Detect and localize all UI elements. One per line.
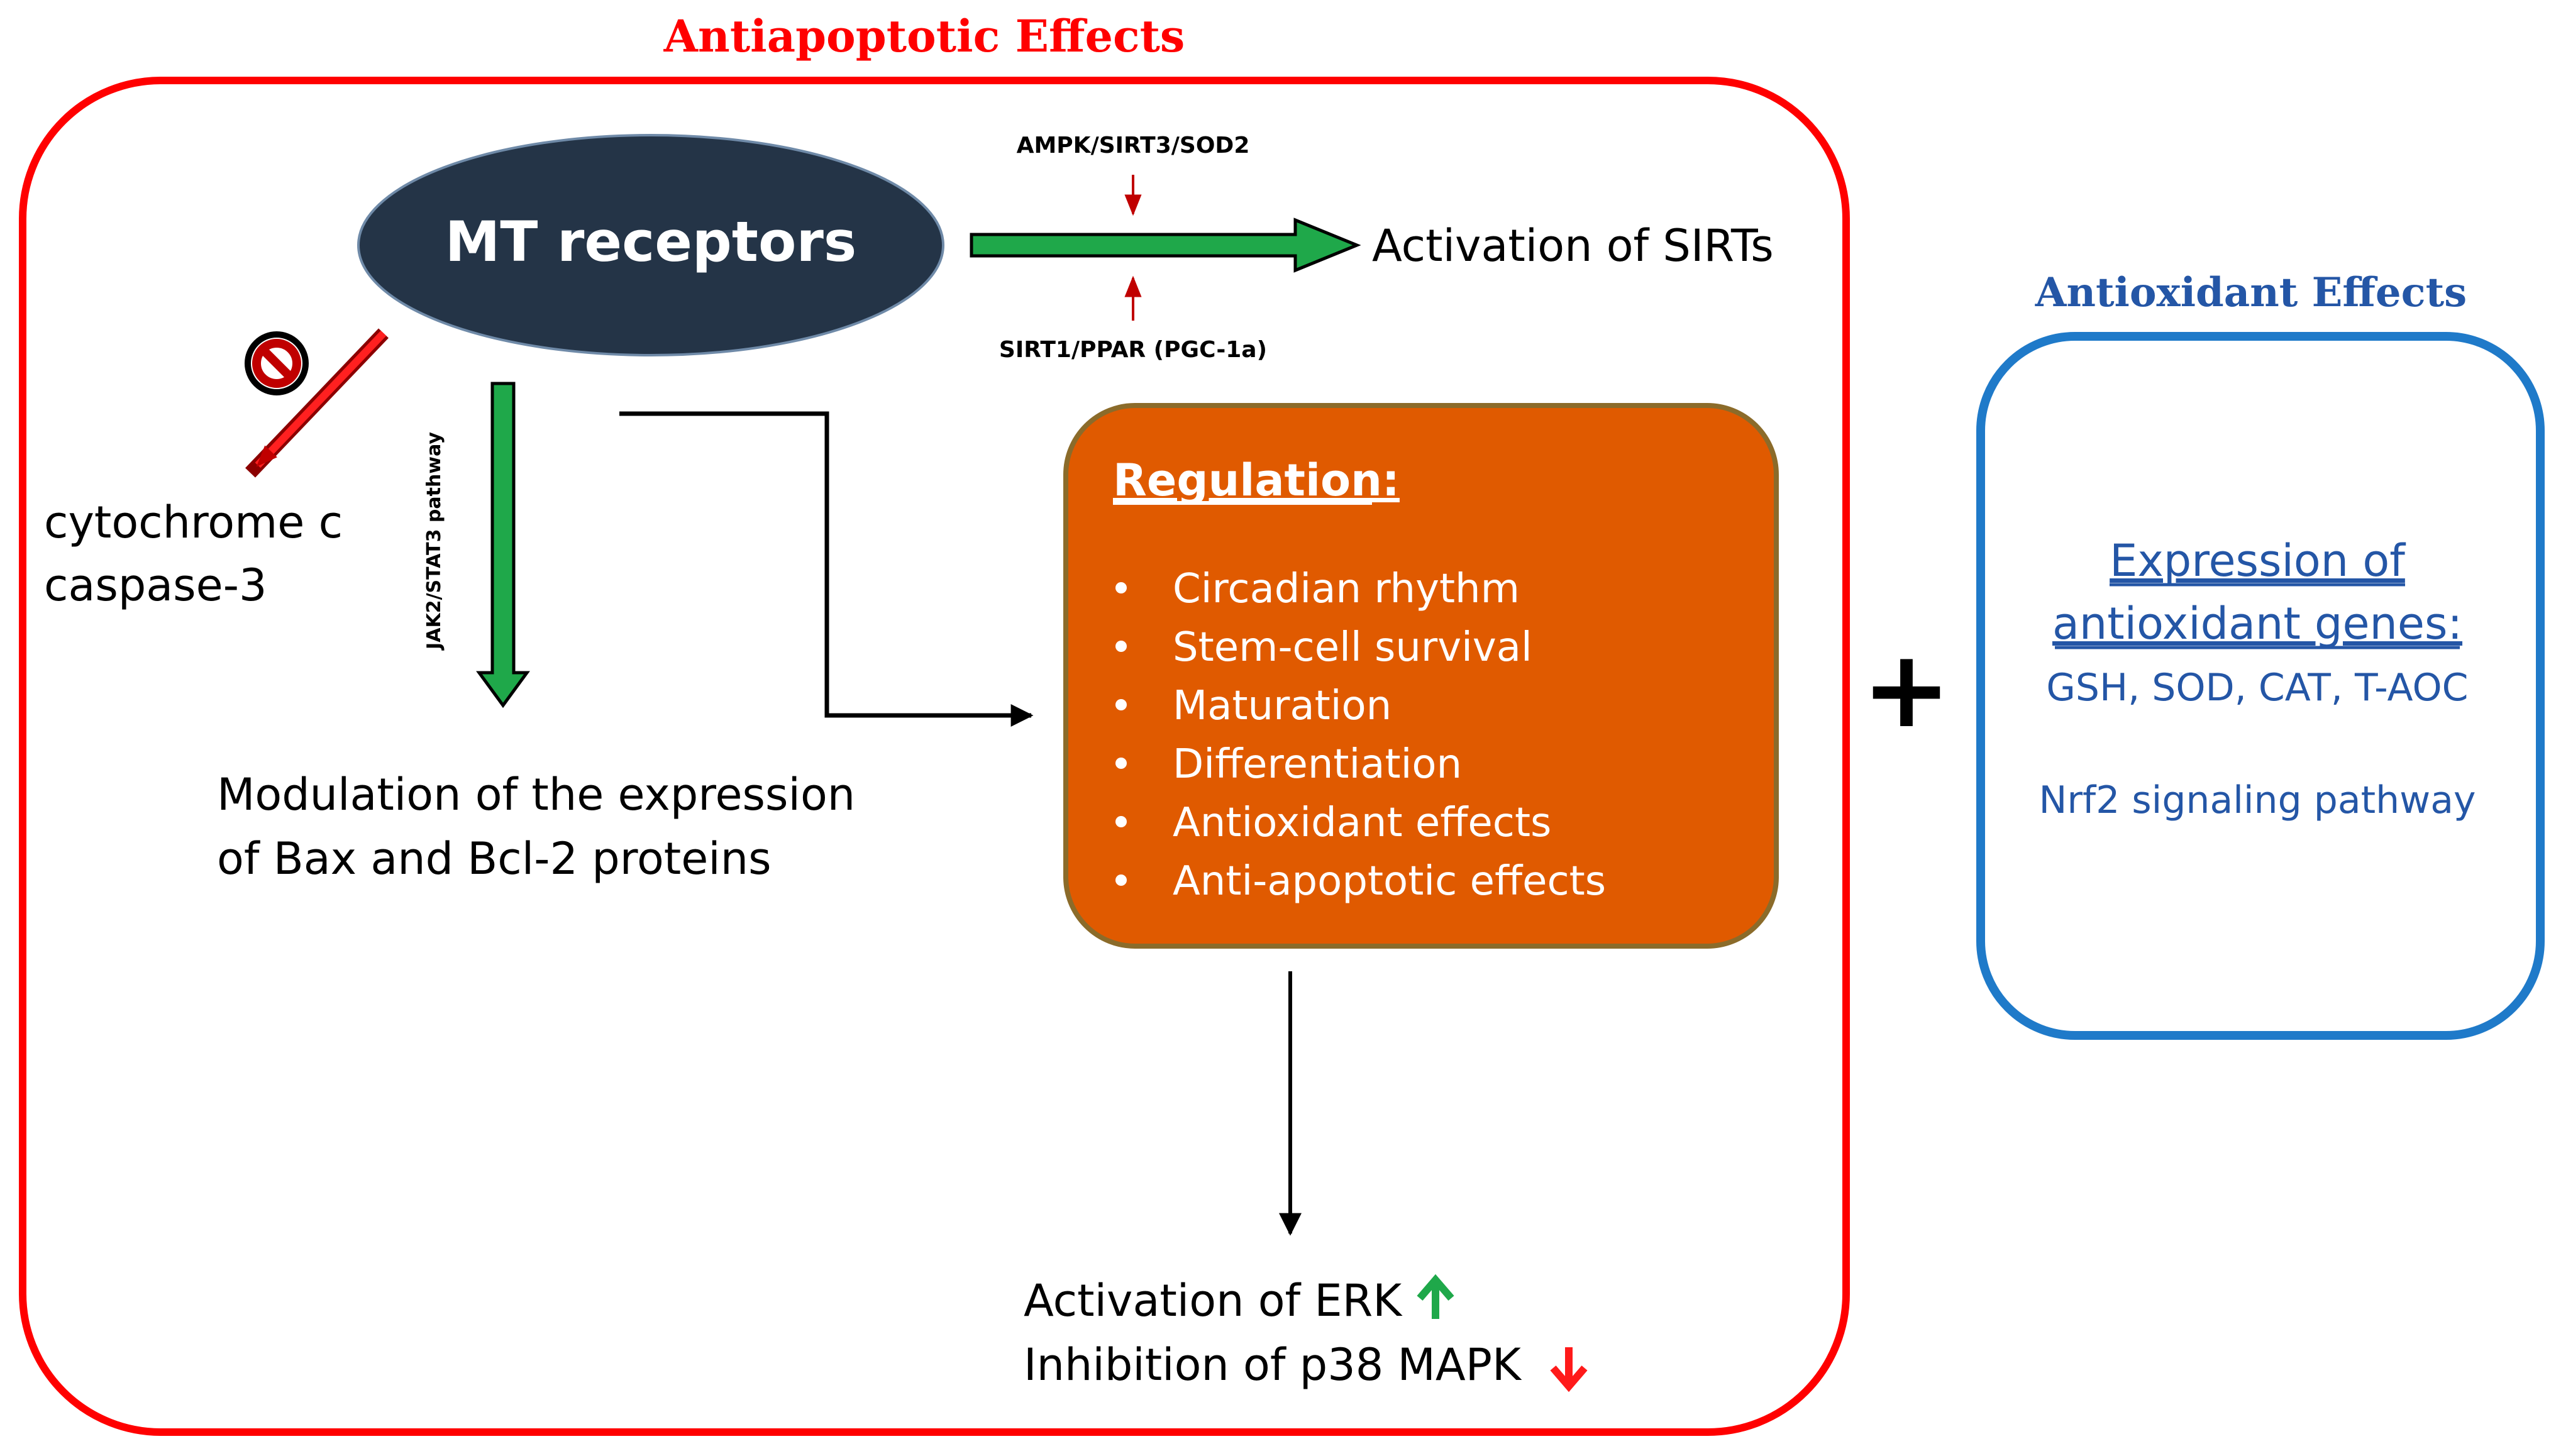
regulation-item: Antioxidant effects [1173,800,1551,846]
regulation-item: Anti-apoptotic effects [1173,858,1606,905]
regulation-item: Stem-cell survival [1173,624,1532,671]
jak-stat-arrow [476,382,530,709]
genes-title-line-1: Expression of [2110,535,2406,587]
sirt-top-label: AMPK/SIRT3/SOD2 [1017,133,1250,158]
bullet [1115,641,1127,652]
jak-stat-label: JAK2/STAT3 pathway [423,432,445,651]
mt-receptors-ellipse [357,134,944,356]
sirt-activation-arrow [970,218,1361,273]
cytochrome-label: cytochrome c [44,497,343,548]
genes-list: GSH, SOD, CAT, T-AOC [2046,666,2468,710]
genes-title-line-2: antioxidant genes: [2052,598,2462,649]
plus-sign: + [1862,627,1951,752]
prohibited-icon [245,331,309,395]
bullet [1115,816,1127,827]
bullet [1115,874,1127,886]
regulation-list: Circadian rhythm Stem-cell survival Matu… [1115,566,1606,905]
sirt-bottom-label: SIRT1/PPAR (PGC-1a) [999,337,1267,363]
regulation-item: Differentiation [1173,741,1462,788]
p38-label: Inhibition of p38 MAPK [1024,1339,1522,1391]
regulation-box [1063,403,1779,949]
caspase-label: caspase-3 [44,560,267,611]
nrf2-pathway: Nrf2 signaling pathway [2039,778,2476,822]
up-arrow-icon [1417,1274,1454,1319]
antiapoptotic-title: Antiapoptotic Effects [663,10,1185,62]
regulation-item: Maturation [1173,683,1391,729]
modulation-line-1: Modulation of the expression [217,769,855,820]
bullet [1115,699,1127,710]
regulation-title: Regulation: [1113,455,1400,506]
bullet [1115,582,1127,593]
mt-receptors-label: MT receptors [445,209,856,274]
bullet [1115,758,1127,769]
regulation-item: Circadian rhythm [1173,566,1520,612]
regulation-connector [619,411,1034,727]
antioxidant-panel [1976,332,2545,1040]
down-arrow-icon [1550,1347,1588,1393]
inhibition-arrow-inner [255,330,387,468]
sirt-target-label: Activation of SIRTs [1372,220,1774,272]
erk-label: Activation of ERK [1024,1275,1403,1326]
antioxidant-title: Antioxidant Effects [2035,269,2467,316]
modulation-line-2: of Bax and Bcl-2 proteins [217,833,772,885]
